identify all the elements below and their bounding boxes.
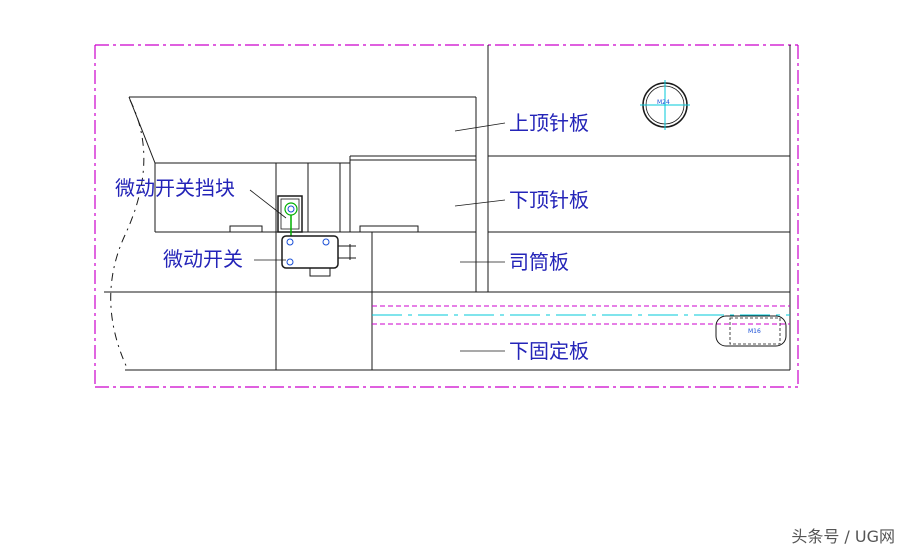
label-lower-ejector-plate: 下顶针板: [509, 188, 589, 212]
leader-lines: [249, 122, 506, 352]
label-upper-ejector-plate: 上顶针板: [509, 111, 589, 135]
micro-switch-stop-block: [277, 195, 303, 236]
watermark: 头条号 / UG网: [791, 527, 895, 546]
bolt-size-lower: M16: [748, 328, 761, 335]
bolt-size-upper: M24: [657, 99, 670, 106]
label-bottom-clamp-plate: 下固定板: [509, 339, 589, 363]
label-sleeve-plate: 司筒板: [509, 250, 569, 274]
label-micro-switch-stop-block: 微动开关挡块: [115, 176, 235, 200]
centerline-border: [94, 44, 799, 388]
plate-outlines: [104, 45, 791, 371]
label-micro-switch: 微动开关: [163, 247, 243, 271]
micro-switch: [281, 235, 356, 277]
break-line-left: [110, 99, 145, 371]
bolt-hole-lines: M16: [372, 305, 790, 347]
bolt-circle-m24: M24: [640, 80, 690, 130]
